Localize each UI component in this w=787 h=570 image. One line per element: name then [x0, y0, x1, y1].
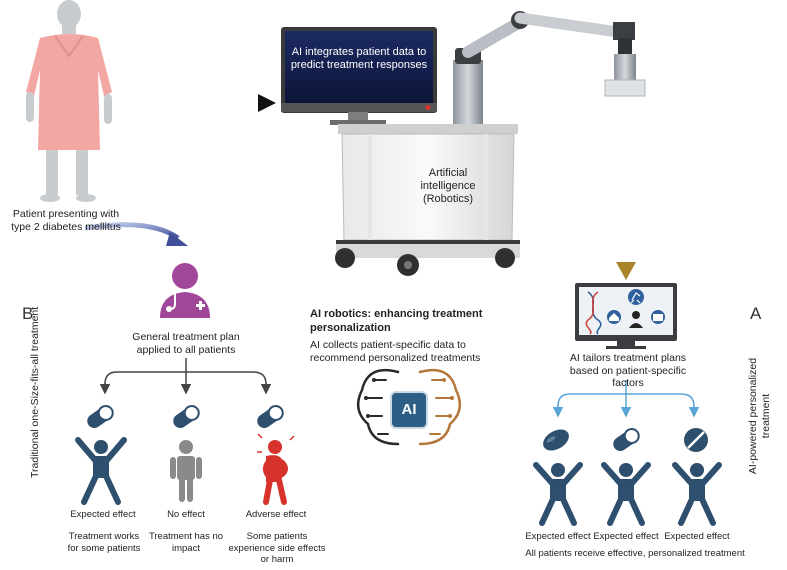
- person-icon-expected: [75, 437, 127, 505]
- dna-icon: [585, 291, 602, 335]
- left-outcome-note-3: Some patients experience side effects or…: [228, 531, 326, 565]
- left-outcome-label-1: Expected effect: [70, 509, 136, 520]
- person-icon-expected-3: [672, 462, 722, 526]
- person-icon-no-effect: [170, 440, 202, 502]
- right-branch-arrows: [552, 380, 700, 418]
- left-outcome-label-2: No effect: [167, 509, 205, 520]
- arrow-head-indigo: [166, 232, 188, 246]
- pill-icon-round: [684, 428, 708, 452]
- pill-icon-capsule: [613, 427, 640, 452]
- panel-label-a: A: [750, 304, 762, 323]
- pill-icon: [173, 404, 200, 429]
- right-outcome-label-2: Expected effect: [593, 531, 659, 542]
- patient-figure: [26, 0, 112, 202]
- screen-text: AI integrates patient data to predict tr…: [290, 46, 428, 71]
- pill-icon-oval: [543, 429, 569, 451]
- general-plan-label: General treatment plan applied to all pa…: [132, 331, 240, 356]
- robot-cart: [335, 124, 520, 276]
- right-outcome-label-1: Expected effect: [525, 531, 591, 542]
- doctor-icon: [160, 263, 210, 318]
- pill-icon: [87, 404, 114, 429]
- medkit-icon: [651, 310, 665, 324]
- center-title: AI robotics: enhancing treatment persona…: [310, 308, 483, 334]
- left-outcome-note-2: Treatment has no impact: [148, 531, 224, 554]
- person-icon-expected-2: [601, 462, 651, 526]
- right-outcome-label-3: Expected effect: [664, 531, 730, 542]
- ai-brain-icon: [356, 368, 462, 446]
- left-vertical-label: Traditional one-Size-fits-all treatment: [29, 306, 41, 478]
- robot-arm: [453, 11, 646, 128]
- house-icon: [607, 310, 621, 324]
- arrow-head-gold: [616, 262, 636, 280]
- patient-label: Patient presenting with type 2 diabetes …: [11, 208, 121, 233]
- person-icon-expected-1: [533, 462, 583, 526]
- tailors-label: AI tailors treatment plans based on pati…: [569, 352, 687, 389]
- right-vertical-label: AI-powered personalized treatment: [747, 357, 772, 475]
- person-center-icon: [629, 311, 643, 328]
- pill-icon: [257, 404, 284, 429]
- ai-chip-label: AI: [401, 401, 417, 418]
- panel-label-b: B: [22, 304, 34, 323]
- right-summary: All patients receive effective, personal…: [525, 548, 745, 559]
- left-outcome-label-3: Adverse effect: [245, 509, 307, 520]
- left-outcome-note-1: Treatment works for some patients: [67, 531, 141, 554]
- arrow-head-black: [258, 94, 276, 112]
- person-icon-adverse: [257, 433, 295, 505]
- cart-label: Artificial intelligence (Robotics): [420, 167, 476, 205]
- center-description: AI collects patient-specific data to rec…: [310, 339, 481, 364]
- left-branch-arrows: [99, 358, 272, 395]
- monitor-icon: [281, 27, 437, 125]
- treadmill-icon: [628, 289, 644, 305]
